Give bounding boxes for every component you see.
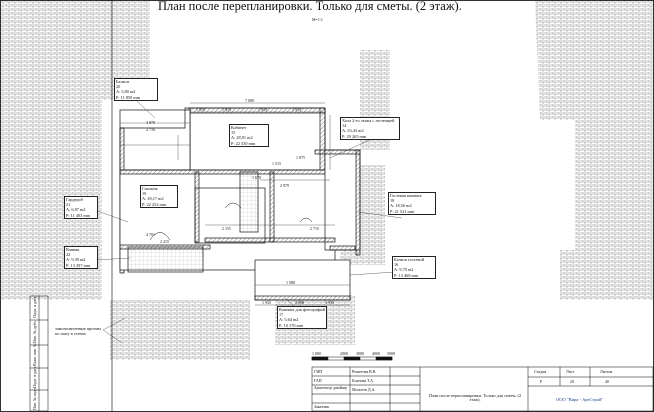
scale-tick: 2000 — [340, 351, 348, 356]
title-block-sheet-header: Лист — [566, 369, 575, 374]
plan-walls — [119, 107, 361, 301]
title-block-role: Архитектор дизайнер — [314, 386, 347, 390]
scale-tick: 3000 — [356, 351, 364, 356]
roof-tile-areas — [0, 0, 654, 360]
scale-tick: 1 000 — [312, 351, 321, 356]
left-stamp-frame — [29, 295, 49, 412]
dimension-label: 2 155 — [222, 226, 231, 231]
dimension-label: 1 919 — [258, 107, 267, 112]
sheet-title: План после перепланировки. Только для см… — [158, 0, 462, 13]
title-block-role: ГИП — [314, 369, 323, 374]
scale-tick: 4000 — [372, 351, 380, 356]
title-block-stage-header: Стадия — [534, 369, 547, 374]
dimension-label: 1 919 — [292, 107, 301, 112]
dimension-label: 1 935 — [262, 300, 271, 305]
scale-tick: 5000 — [387, 351, 395, 356]
title-block-sheet-name: План после перепланировки. Только для см… — [428, 393, 522, 403]
title-block-sheet: 20 — [570, 379, 574, 384]
dimension-label: 3 870 — [146, 120, 155, 125]
stamp-label: Подп. и дата — [32, 366, 37, 388]
dimension-label: 1 670 — [252, 175, 261, 180]
dimension-label: 1 580 — [286, 280, 295, 285]
stamp-label: Инв. № подл. — [32, 387, 37, 410]
stamp-label: Инв. № дубл. — [32, 320, 37, 343]
dimension-label: 2 215 — [160, 239, 169, 244]
dimension-label: 4 701 — [146, 232, 155, 237]
title-block-name: Решетова В.В. — [352, 369, 377, 374]
title-block-stage: Р — [540, 379, 543, 384]
dimension-label: 2 716 — [146, 127, 155, 132]
title-block-sheets-header: Листов — [600, 369, 613, 374]
title-block-role: Заказчик — [314, 404, 330, 409]
dimension-lines — [120, 102, 350, 306]
title-block-frame — [311, 366, 654, 412]
scale-label: M=1:1 — [312, 17, 323, 22]
dimension-label: 7 000 — [245, 98, 254, 103]
scale-bar — [311, 356, 393, 361]
title-block-name: Есипова Т.А. — [352, 378, 375, 383]
dimension-label: 2 808 — [295, 300, 304, 305]
dimension-label: 1 875 — [296, 155, 305, 160]
dimension-label: 1 919 — [222, 107, 231, 112]
dimension-label: 2 979 — [280, 183, 289, 188]
dimension-label: 1 515 — [272, 161, 281, 166]
title-block-sheets: 40 — [605, 379, 609, 384]
title-block-role: ГАП — [314, 378, 322, 383]
stamp-label: Взам. инв. № — [32, 343, 37, 366]
walled-openings-note: замоноличенные проемы по шагу в стенах — [55, 326, 102, 337]
company-name: ООО "Вира - АртСтрой" — [556, 397, 604, 402]
title-block-name: Моисеев Д.А. — [352, 387, 376, 392]
stamp-label: Подп. и дата — [32, 296, 37, 318]
dimension-label: 1 919 — [196, 107, 205, 112]
dimension-label: 1 935 — [325, 300, 334, 305]
dimension-label: 2 715 — [310, 226, 319, 231]
